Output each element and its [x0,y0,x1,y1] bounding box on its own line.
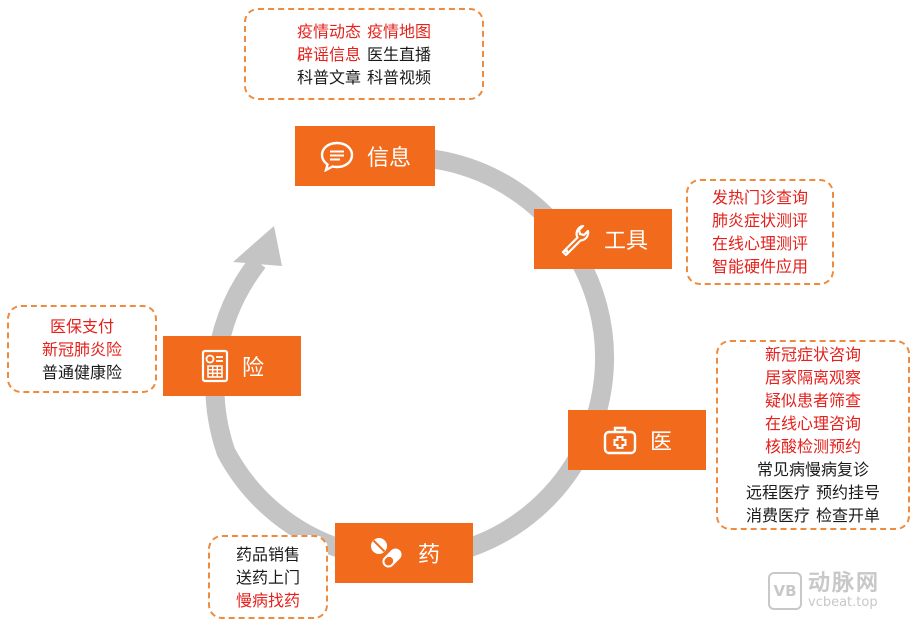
feature-item: 远程医疗 [745,483,810,502]
feature-item: 送药上门 [235,567,300,587]
bubble-line: 疑似患者筛查 [765,389,861,412]
bubble-line: 肺炎症状测评 [712,209,808,232]
bubble-line: 疫情动态疫情地图 [297,20,431,43]
bubble-line: 智能硬件应用 [712,255,808,278]
feature-item: 新冠症状咨询 [764,345,861,364]
bubble-line: 慢病找药 [236,589,300,612]
insurance-document-icon [200,348,230,384]
feature-item: 消费医疗 [745,506,810,525]
feature-item: 疫情动态 [296,21,361,41]
bubble-medical: 新冠症状咨询居家隔离观察疑似患者筛查在线心理咨询核酸检测预约常见病慢病复诊远程医… [716,340,910,530]
bubble-line: 普通健康险 [42,361,122,384]
bubble-line: 发热门诊查询 [712,186,808,209]
bubble-medicine: 药品销售送药上门慢病找药 [208,535,328,619]
bubble-insurance: 医保支付新冠肺炎险普通健康险 [7,305,157,393]
bubble-line: 在线心理咨询 [765,412,861,435]
node-info-label: 信息 [366,146,411,171]
feature-item: 新冠肺炎险 [41,339,122,359]
bubble-line: 远程医疗预约挂号 [746,481,880,504]
bubble-line: 送药上门 [236,566,300,589]
feature-item: 医生直播 [367,44,432,64]
wrench-icon [558,222,592,256]
node-tools-label: 工具 [603,229,648,254]
bubble-line: 药品销售 [236,543,300,566]
feature-item: 辟谣信息 [296,44,361,64]
feature-item: 医保支付 [49,316,114,336]
node-medical: 医 [568,410,706,470]
feature-item: 智能硬件应用 [711,257,808,276]
watermark-brand-cn: 动脉网 [808,571,881,596]
feature-item: 在线心理咨询 [764,414,861,433]
bubble-line: 核酸检测预约 [765,435,861,458]
feature-item: 药品销售 [235,544,300,564]
feature-item: 在线心理测评 [711,234,808,253]
feature-item: 慢病找药 [235,590,300,610]
feature-item: 发热门诊查询 [711,188,808,207]
cycle-arrowhead [233,226,282,266]
feature-item: 预约挂号 [816,483,881,502]
feature-item: 疑似患者筛查 [764,391,861,410]
first-aid-kit-icon [602,424,638,456]
bubble-info: 疫情动态疫情地图辟谣信息医生直播科普文章科普视频 [244,8,484,100]
node-info: 信息 [295,126,435,186]
feature-item: 科普文章 [296,67,361,87]
bubble-line: 辟谣信息医生直播 [297,43,431,66]
bubble-line: 常见病慢病复诊 [757,458,869,481]
feature-item: 常见病慢病复诊 [756,460,869,479]
feature-item: 检查开单 [816,506,881,525]
node-tools: 工具 [534,209,672,269]
feature-item: 居家隔离观察 [764,368,861,387]
cycle-arc [205,147,614,569]
bubble-line: 居家隔离观察 [765,366,861,389]
chat-bubble-icon [319,140,355,172]
feature-item: 普通健康险 [41,362,122,382]
feature-item: 科普视频 [367,67,432,87]
feature-item: 核酸检测预约 [764,437,861,456]
bubble-tools: 发热门诊查询肺炎症状测评在线心理测评智能硬件应用 [686,179,834,285]
node-medicine: 药 [335,523,473,583]
bubble-line: 新冠肺炎险 [42,338,122,361]
watermark-logo: VB 动脉网 vcbeat.top [768,572,880,610]
bubble-line: 新冠症状咨询 [765,343,861,366]
pills-icon [368,535,406,571]
node-insurance: 险 [163,336,301,396]
bubble-line: 医保支付 [50,315,114,338]
watermark-brand-en: vcbeat.top [808,595,878,610]
node-medicine-label: 药 [417,543,440,568]
node-insurance-label: 险 [241,356,264,381]
feature-item: 疫情地图 [367,21,432,41]
bubble-line: 在线心理测评 [712,232,808,255]
node-medical-label: 医 [649,430,672,455]
vb-logo-mark: VB [768,572,802,610]
feature-item: 肺炎症状测评 [711,211,808,230]
bubble-line: 消费医疗检查开单 [746,504,880,527]
bubble-line: 科普文章科普视频 [297,66,431,89]
